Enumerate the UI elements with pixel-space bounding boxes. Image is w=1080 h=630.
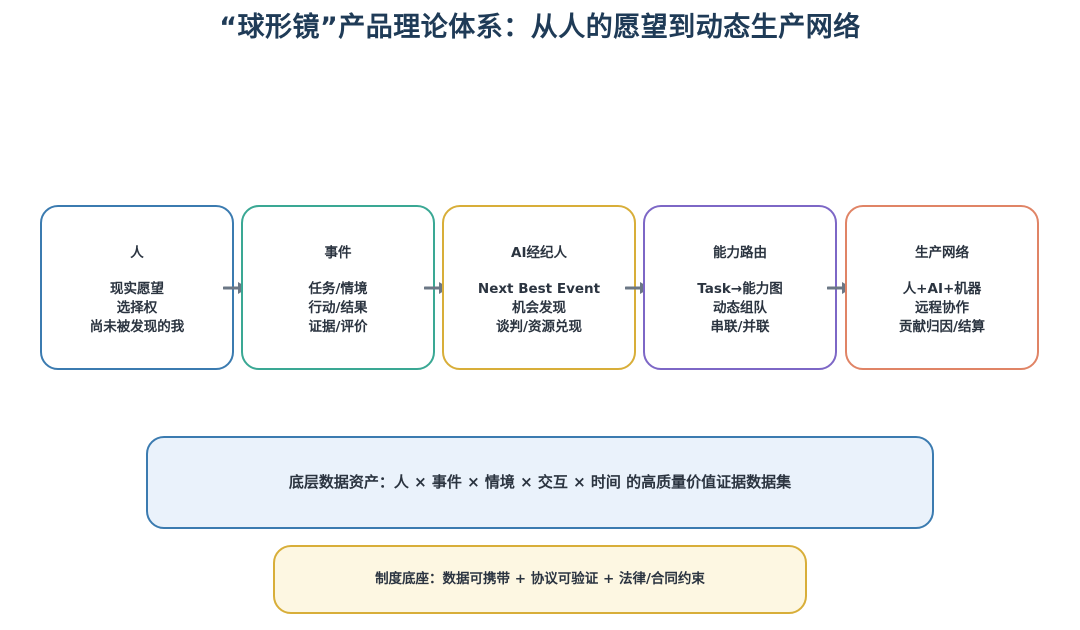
stage-line: 贡献归因/结算 — [899, 319, 985, 335]
stage-line: 谈判/资源兑现 — [496, 319, 582, 335]
stage-box-event: 事件 任务/情境 行动/结果 证据/评价 — [241, 205, 435, 370]
stage-heading: AI经纪人 — [511, 245, 567, 261]
stage-box-person: 人 现实愿望 选择权 尚未被发现的我 — [40, 205, 234, 370]
stage-line: 任务/情境 — [308, 281, 368, 297]
stage-heading: 能力路由 — [713, 245, 767, 261]
diagram-title: “球形镜”产品理论体系：从人的愿望到动态生产网络 — [219, 12, 861, 43]
stage-line: 现实愿望 — [110, 281, 164, 297]
institutional-foundation-layer: 制度底座：数据可携带 + 协议可验证 + 法律/合同约束 — [273, 545, 807, 614]
stage-line: 动态组队 — [713, 300, 767, 316]
stage-line: Next Best Event — [477, 281, 601, 297]
stage-box-capability-routing: 能力路由 Task→能力图 动态组队 串联/并联 — [643, 205, 837, 370]
stage-line: 人+AI+机器 — [902, 281, 982, 297]
stage-line: 选择权 — [116, 300, 158, 316]
stage-box-production-network: 生产网络 人+AI+机器 远程协作 贡献归因/结算 — [845, 205, 1039, 370]
stage-line: 行动/结果 — [308, 300, 368, 316]
stage-line: 机会发现 — [512, 300, 566, 316]
stage-heading: 人 — [130, 245, 144, 261]
stage-lines: 人+AI+机器 远程协作 贡献归因/结算 — [847, 280, 1037, 337]
stage-line: 串联/并联 — [710, 319, 770, 335]
data-asset-layer: 底层数据资产：人 × 事件 × 情境 × 交互 × 时间 的高质量价值证据数据集 — [146, 436, 934, 529]
stage-lines: 任务/情境 行动/结果 证据/评价 — [243, 280, 433, 337]
stage-lines: Next Best Event 机会发现 谈判/资源兑现 — [444, 280, 634, 337]
stage-heading: 生产网络 — [915, 245, 969, 261]
stage-lines: 现实愿望 选择权 尚未被发现的我 — [42, 280, 232, 337]
stage-line: 远程协作 — [915, 300, 969, 316]
stage-heading: 事件 — [324, 245, 352, 261]
stage-line: Task→能力图 — [697, 281, 783, 297]
stage-lines: Task→能力图 动态组队 串联/并联 — [645, 280, 835, 337]
stage-box-ai-broker: AI经纪人 Next Best Event 机会发现 谈判/资源兑现 — [442, 205, 636, 370]
stage-line: 证据/评价 — [308, 319, 368, 335]
stage-line: 尚未被发现的我 — [89, 319, 185, 335]
